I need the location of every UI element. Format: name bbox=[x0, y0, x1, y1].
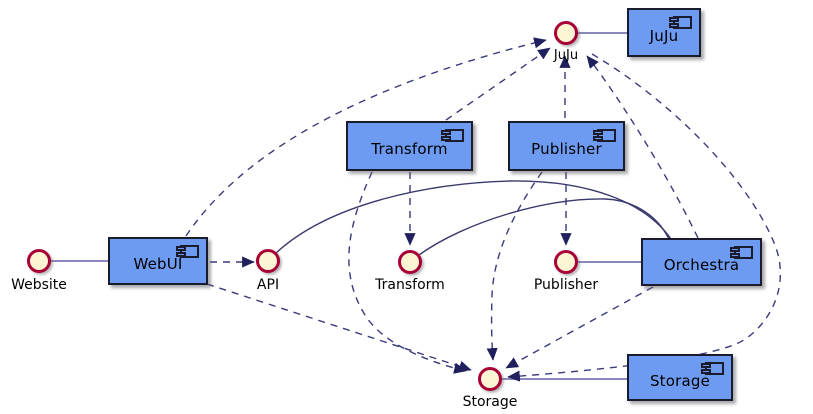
interface-circle-juju bbox=[554, 21, 578, 45]
component-icon bbox=[176, 245, 199, 258]
interface-circle-transform bbox=[398, 250, 422, 274]
component-icon bbox=[701, 362, 724, 375]
component-label: JuJu bbox=[649, 26, 679, 45]
interface-circle-storage bbox=[478, 367, 502, 391]
interface-label-storage: Storage bbox=[462, 394, 518, 410]
component-icon bbox=[669, 16, 692, 29]
interface-label-publisher: Publisher bbox=[533, 277, 599, 293]
component-label: Publisher bbox=[531, 140, 602, 158]
dashed-dependencies bbox=[185, 37, 781, 382]
solid-curves bbox=[275, 180, 672, 256]
component-icon bbox=[441, 129, 464, 142]
component-label: Transform bbox=[371, 140, 448, 158]
component-icon bbox=[593, 129, 616, 142]
component-storage: Storage bbox=[627, 354, 733, 401]
component-icon bbox=[730, 246, 753, 259]
interface-label-api: API bbox=[256, 277, 280, 293]
interface-circle-publisher bbox=[554, 250, 578, 274]
interface-label-transform: Transform bbox=[375, 277, 445, 293]
component-juju: JuJu bbox=[627, 8, 701, 57]
component-orchestra: Orchestra bbox=[641, 238, 762, 286]
component-label: Orchestra bbox=[663, 256, 740, 274]
component-label: Storage bbox=[649, 371, 711, 390]
interface-circle-website bbox=[27, 249, 51, 273]
interface-circle-api bbox=[256, 249, 280, 273]
component-label: WebUI bbox=[133, 255, 183, 273]
solid-links bbox=[49, 32, 641, 380]
component-transform: Transform bbox=[346, 121, 473, 171]
interface-label-website: Website bbox=[11, 277, 67, 293]
interface-label-juju: JuJu bbox=[553, 48, 579, 63]
component-publisher: Publisher bbox=[508, 121, 625, 171]
component-webui: WebUI bbox=[108, 237, 208, 285]
